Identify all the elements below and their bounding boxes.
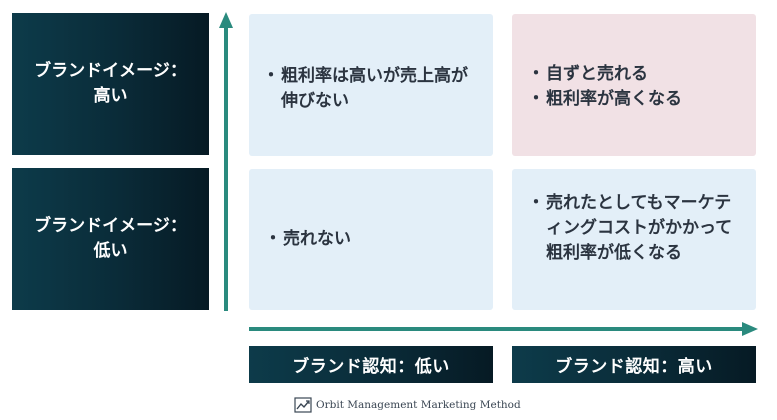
y-axis-label-low-line1: ブランドイメージ： (34, 216, 187, 236)
quadrant-item: ・ 売れない (263, 227, 481, 252)
y-axis-label-high: ブランドイメージ： 高い (12, 13, 209, 155)
quadrant-item-text: 売れたとしてもマーケティングコストがかかって粗利率が低くなる (546, 193, 733, 263)
quadrant-item-text: 粗利率が高くなる (546, 89, 682, 109)
quadrant-item: ・ 粗利率は高いが売上高が伸びない (261, 64, 473, 114)
bullet-mark: ・ (527, 193, 545, 213)
x-axis-label-high: ブランド認知：高い (512, 346, 756, 383)
quadrant-item-text: 自ずと売れる (546, 64, 648, 84)
bullet-mark: ・ (527, 89, 545, 109)
y-axis-arrowhead (219, 12, 233, 28)
quadrant-item-text: 粗利率は高いが売上高が伸びない (281, 66, 468, 111)
quadrant-low-image-low-awareness: ・ 売れない (249, 169, 493, 310)
footer-brand-text: Orbit Management Marketing Method (316, 399, 521, 411)
quadrant-item: ・ 自ずと売れる (526, 62, 744, 87)
trend-chart-icon (294, 397, 312, 413)
quadrant-high-image-low-awareness: ・ 粗利率は高いが売上高が伸びない (249, 14, 493, 156)
y-axis-label-low: ブランドイメージ： 低い (12, 168, 209, 310)
y-axis-label-low-line2: 低い (93, 241, 128, 261)
x-axis-arrowhead (742, 322, 758, 336)
quadrant-item: ・ 売れたとしてもマーケティングコストがかかって粗利率が低くなる (526, 191, 746, 266)
bullet-mark: ・ (262, 66, 280, 86)
x-axis-label-low: ブランド認知：低い (249, 346, 493, 383)
y-axis-label-high-line1: ブランドイメージ： (34, 61, 187, 81)
bullet-mark: ・ (527, 64, 545, 84)
quadrant-item-text: 売れない (283, 229, 351, 249)
quadrant-low-image-high-awareness: ・ 売れたとしてもマーケティングコストがかかって粗利率が低くなる (512, 169, 756, 310)
quadrant-item: ・ 粗利率が高くなる (526, 87, 744, 112)
y-axis-label-high-line2: 高い (93, 86, 128, 106)
footer-brand: Orbit Management Marketing Method (294, 396, 521, 414)
quadrant-high-image-high-awareness: ・ 自ずと売れる ・ 粗利率が高くなる (512, 14, 756, 156)
bullet-mark: ・ (264, 229, 282, 249)
